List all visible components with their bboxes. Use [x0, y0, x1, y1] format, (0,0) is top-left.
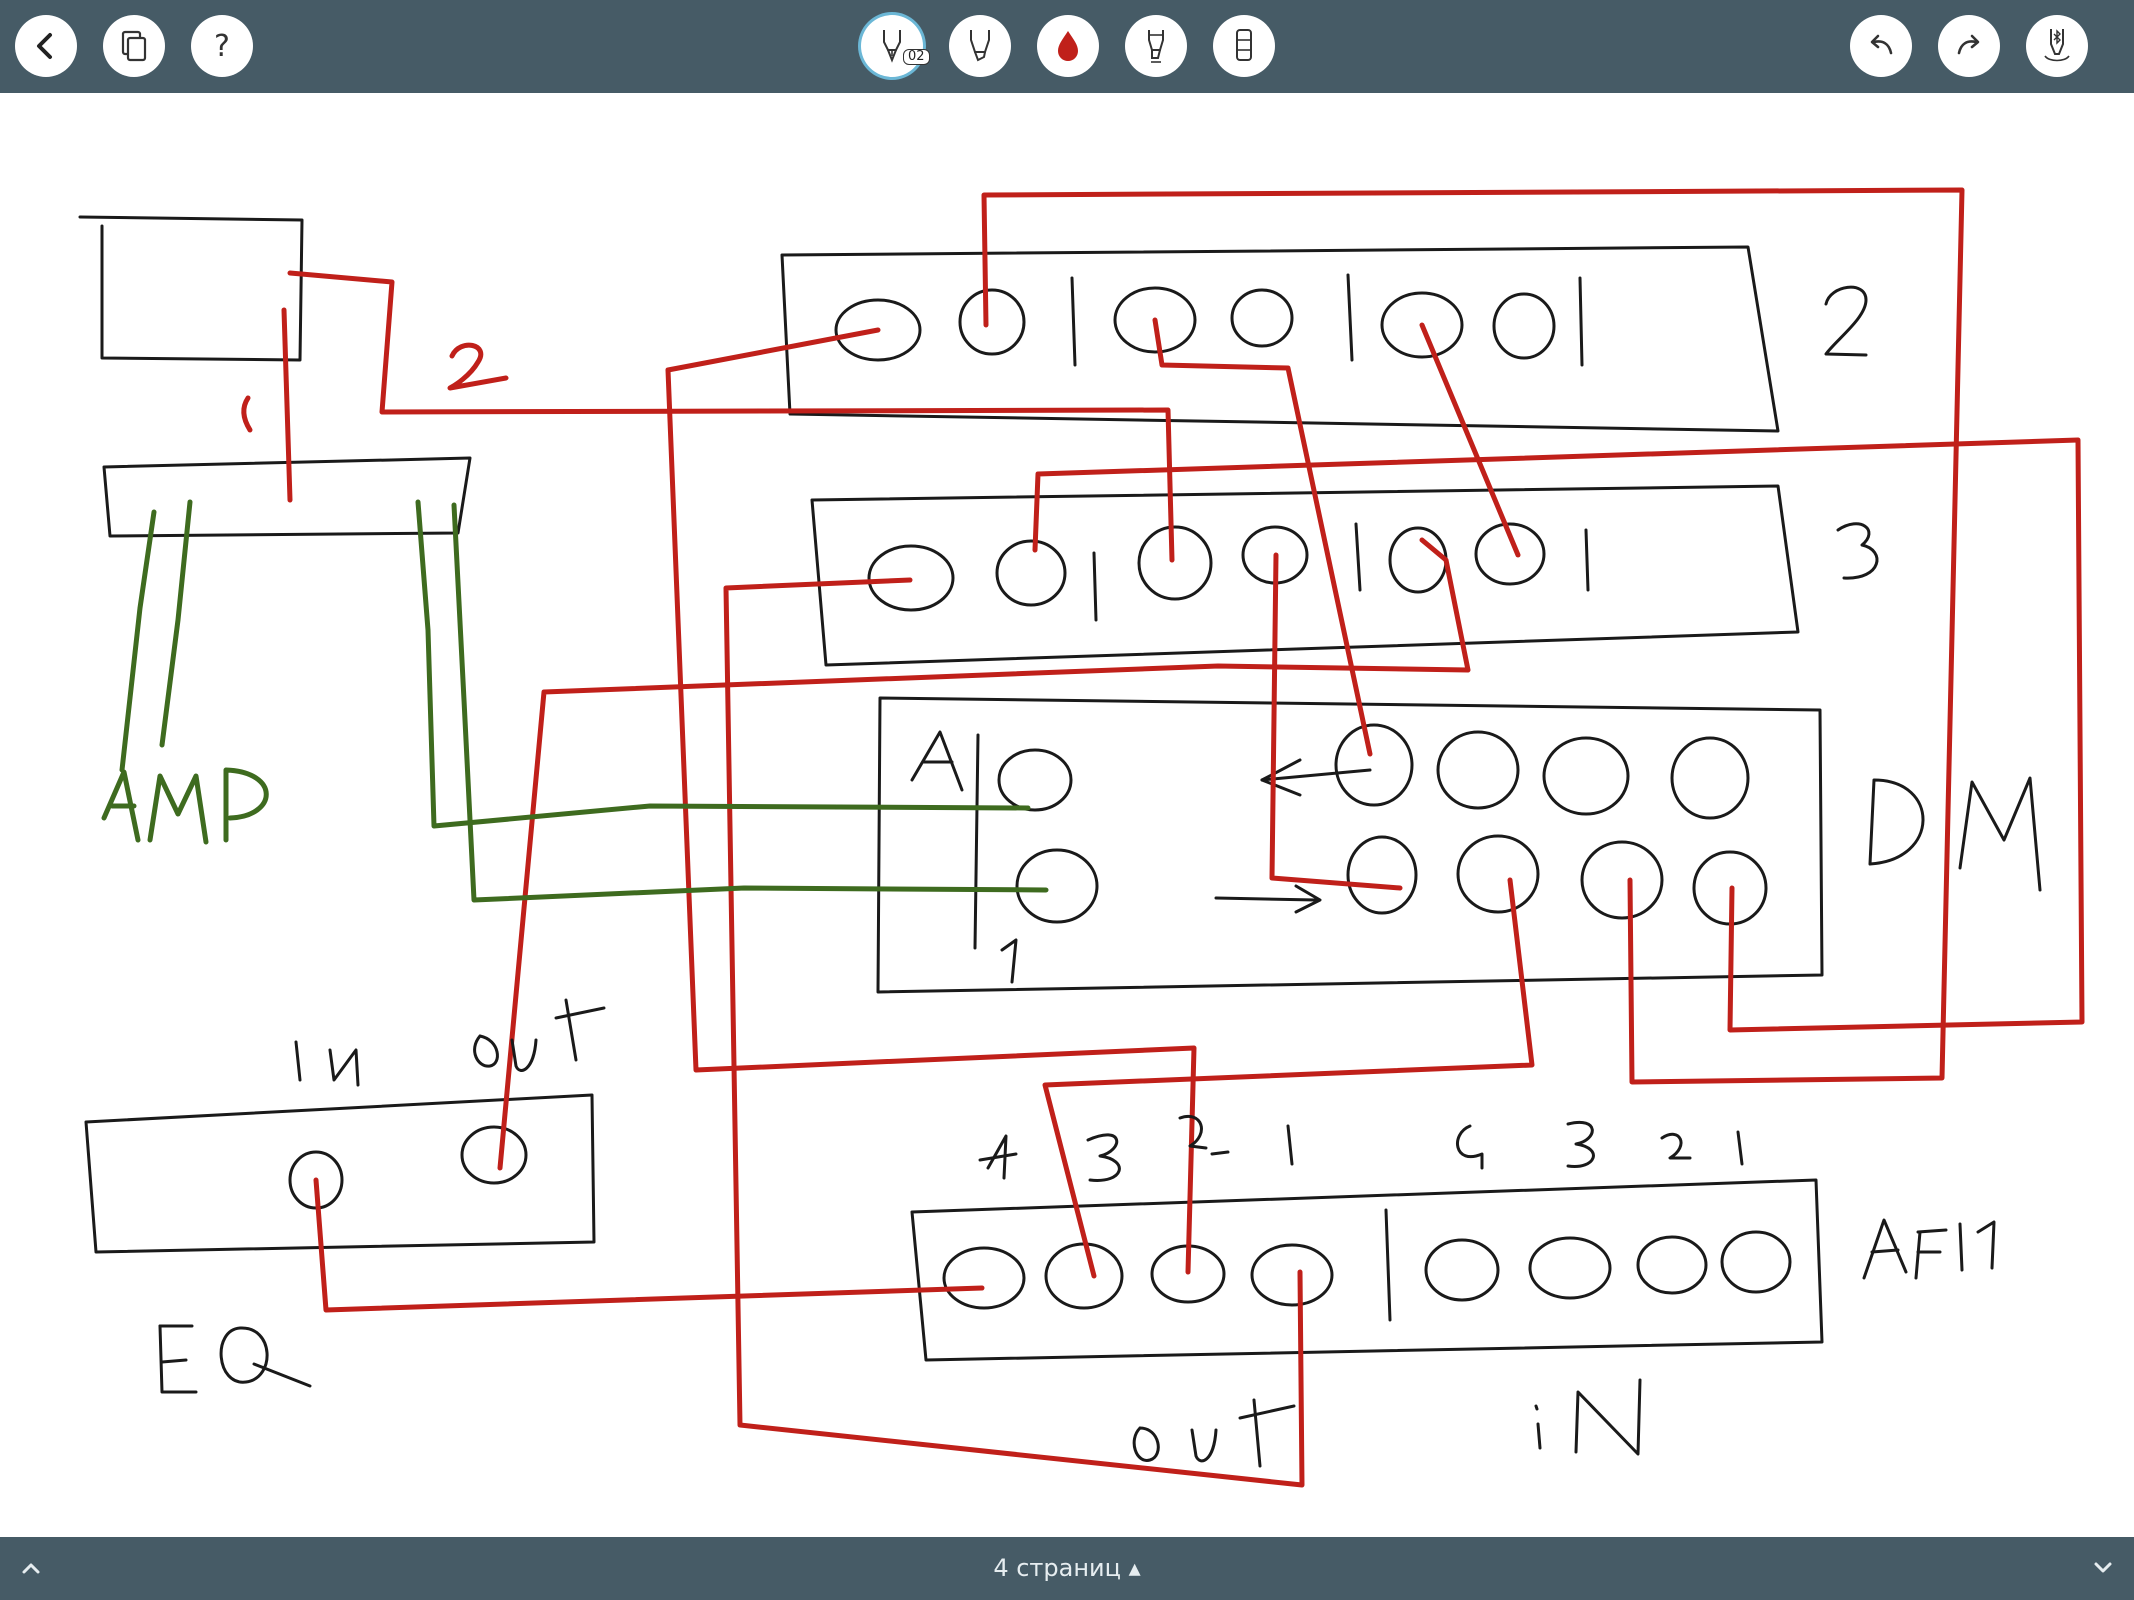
eraser-icon — [1236, 29, 1252, 61]
red-ink-strokes — [241, 187, 2085, 1488]
copy-pages-icon — [121, 30, 147, 62]
red-handwriting — [447, 342, 509, 391]
chevron-up-icon[interactable] — [14, 1551, 48, 1585]
stylus-button[interactable] — [2026, 15, 2088, 77]
green-handwriting — [101, 767, 269, 845]
green-ink-strokes — [119, 499, 1049, 903]
bluetooth-stylus-icon — [2044, 29, 2070, 62]
page-count-label[interactable]: 4 страниц ▴ — [993, 1554, 1141, 1582]
chevron-down-icon[interactable] — [2086, 1551, 2120, 1585]
help-button[interactable]: ? — [191, 15, 253, 77]
undo-icon — [1870, 34, 1893, 55]
top-toolbar: ? 02 — [0, 0, 2134, 93]
pen-size-badge: 02 — [903, 49, 930, 65]
fountain-pen-tool[interactable]: 02 — [861, 15, 930, 77]
highlighter-icon — [970, 30, 990, 62]
color-tool[interactable] — [1037, 15, 1099, 77]
ink-drop-icon — [1058, 31, 1078, 61]
black-handwriting — [158, 285, 2042, 1468]
fountain-pen-icon — [883, 30, 901, 63]
bottom-bar: 4 страниц ▴ — [0, 1537, 2134, 1600]
redo-button[interactable] — [1938, 15, 2000, 77]
question-icon: ? — [214, 28, 230, 64]
eraser-tool[interactable] — [1213, 15, 1275, 77]
marker-tool[interactable] — [1125, 15, 1187, 77]
black-ink-strokes — [78, 215, 1824, 1362]
redo-icon — [1957, 34, 1980, 55]
undo-button[interactable] — [1850, 15, 1912, 77]
highlighter-tool[interactable] — [949, 15, 1011, 77]
back-button[interactable] — [15, 15, 77, 77]
pages-button[interactable] — [103, 15, 165, 77]
marker-icon — [1148, 30, 1164, 63]
drawing-canvas[interactable] — [0, 93, 2134, 1537]
chevron-left-icon — [37, 33, 52, 59]
